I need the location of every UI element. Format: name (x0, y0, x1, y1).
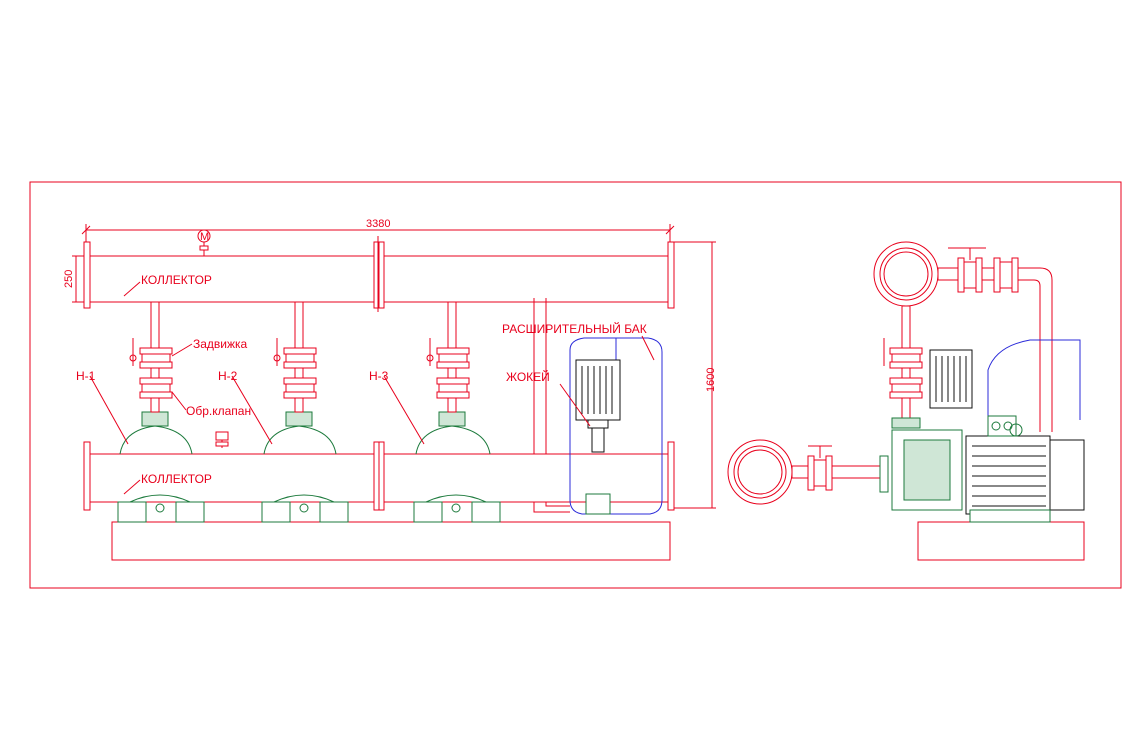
dimension-length-label: 3380 (366, 218, 390, 230)
top-collector: М (83, 229, 675, 312)
side-view-top-flange (873, 241, 1053, 432)
drawing-frame (29, 181, 1122, 589)
side-view-jockey-motor (929, 349, 973, 409)
valve-label: Задвижка (193, 337, 248, 351)
dimension-length: 3380 (81, 218, 675, 254)
pump-1-assembly (117, 301, 205, 523)
pump-3-label: Н-3 (369, 369, 389, 383)
svg-text:М: М (200, 231, 209, 243)
side-view-riser (883, 305, 923, 429)
side-view-main-pump (891, 415, 1085, 523)
expansion-tank (569, 337, 663, 515)
main-base-frame (111, 521, 671, 561)
dimension-height-label: 1600 (705, 368, 717, 392)
bottom-collector (83, 441, 675, 511)
collector-bottom-label: КОЛЛЕКТОР (141, 472, 212, 486)
dimension-pipe: 250 (63, 255, 86, 303)
jockey-piping (533, 298, 570, 513)
drain-fitting (215, 431, 229, 448)
side-view-tank (987, 339, 1081, 420)
jockey-pump (575, 359, 621, 515)
collector-top-label: КОЛЛЕКТОР (141, 273, 212, 287)
dimension-pipe-label: 250 (63, 270, 75, 288)
dimension-height: 1600 (670, 241, 717, 509)
tank-label: РАСШИРИТЕЛЬНЫЙ БАК (502, 321, 647, 336)
check-valve-label: Обр.клапан (186, 404, 251, 418)
pump-3-assembly (413, 301, 501, 523)
jockey-label: ЖОКЕЙ (506, 369, 550, 384)
pump-1-label: Н-1 (76, 369, 96, 383)
side-base-frame (917, 521, 1085, 561)
pump-2-label: Н-2 (218, 369, 238, 383)
side-view-bottom-flange (727, 439, 889, 505)
pump-2-assembly (261, 301, 349, 523)
